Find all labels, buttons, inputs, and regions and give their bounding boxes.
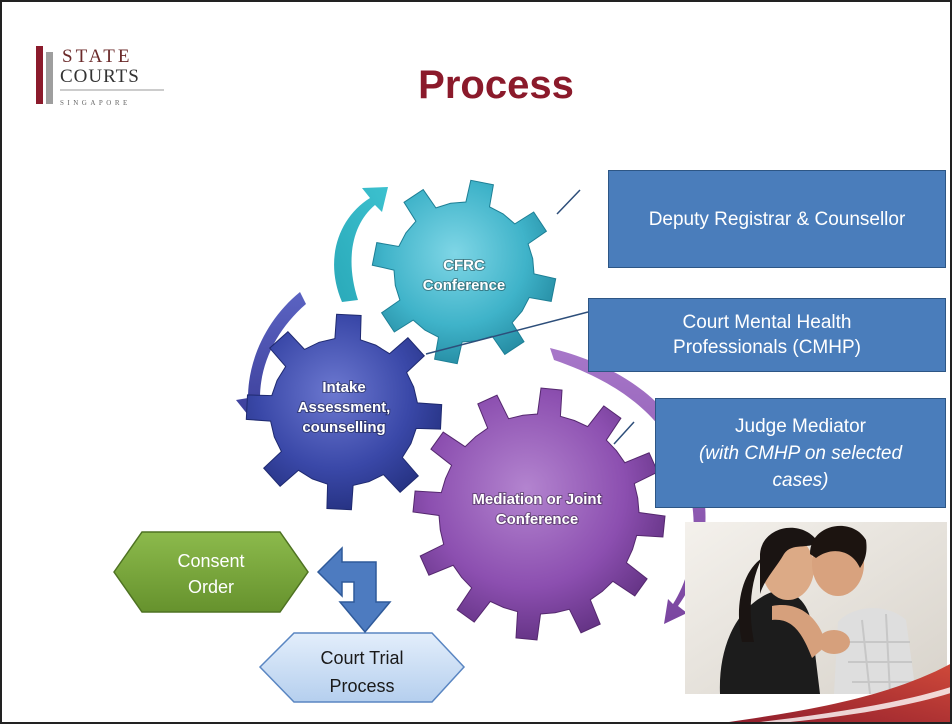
judge-mediator-note-2: cases) bbox=[772, 469, 829, 491]
cfrc-gear bbox=[371, 179, 557, 365]
logo-state-text: STATE bbox=[62, 46, 132, 67]
consent-order-label-2: Order bbox=[188, 577, 234, 597]
deputy-registrar-callout: Deputy Registrar & Counsellor bbox=[608, 170, 946, 268]
deputy-registrar-text: Deputy Registrar & Counsellor bbox=[648, 208, 906, 230]
cmhp-callout: Court Mental Health Professionals (CMHP) bbox=[588, 298, 946, 372]
court-trial-label-1: Court Trial bbox=[320, 648, 403, 668]
intake-gear-label-2: Assessment, bbox=[298, 399, 391, 416]
logo-singapore-text: SINGAPORE bbox=[60, 99, 131, 107]
consent-order-label-1: Consent bbox=[177, 551, 244, 571]
consent-order-shape: Consent Order bbox=[113, 531, 309, 613]
mother-and-son-photo bbox=[685, 522, 947, 695]
cfrc-gear-label-1: CFRC bbox=[443, 257, 485, 274]
judge-mediator-note-1: (with CMHP on selected bbox=[698, 442, 903, 464]
mediation-gear bbox=[412, 387, 666, 641]
logo-bar-red bbox=[36, 46, 43, 104]
connector-deputy bbox=[556, 189, 581, 215]
intake-gear bbox=[245, 313, 443, 511]
court-trial-label-2: Process bbox=[329, 676, 394, 696]
logo-courts-text: COURTS bbox=[60, 66, 140, 87]
connector-cmhp bbox=[425, 311, 589, 355]
arc-arrow-blue bbox=[236, 292, 306, 420]
bent-arrow bbox=[316, 546, 392, 634]
court-trial-shape: Court Trial Process bbox=[258, 632, 466, 703]
cfrc-gear-label-2: Conference bbox=[423, 277, 506, 294]
arc-arrow-teal bbox=[334, 187, 388, 302]
cmhp-text-1: Court Mental Health bbox=[682, 312, 852, 333]
slide-title: Process bbox=[418, 63, 574, 107]
mediation-gear-label-1: Mediation or Joint bbox=[472, 491, 601, 508]
judge-mediator-text: Judge Mediator bbox=[735, 415, 866, 437]
corner-swoosh bbox=[729, 664, 950, 722]
state-courts-logo: STATE COURTS SINGAPORE bbox=[36, 46, 164, 107]
judge-mediator-callout: Judge Mediator (with CMHP on selected ca… bbox=[655, 398, 946, 508]
intake-gear-label-1: Intake bbox=[322, 379, 365, 396]
logo-bar-grey bbox=[46, 52, 53, 104]
cmhp-text-2: Professionals (CMHP) bbox=[673, 337, 861, 358]
intake-gear-label-3: counselling bbox=[302, 419, 385, 436]
mediation-gear-label-2: Conference bbox=[496, 511, 579, 528]
connector-judge bbox=[613, 421, 635, 445]
